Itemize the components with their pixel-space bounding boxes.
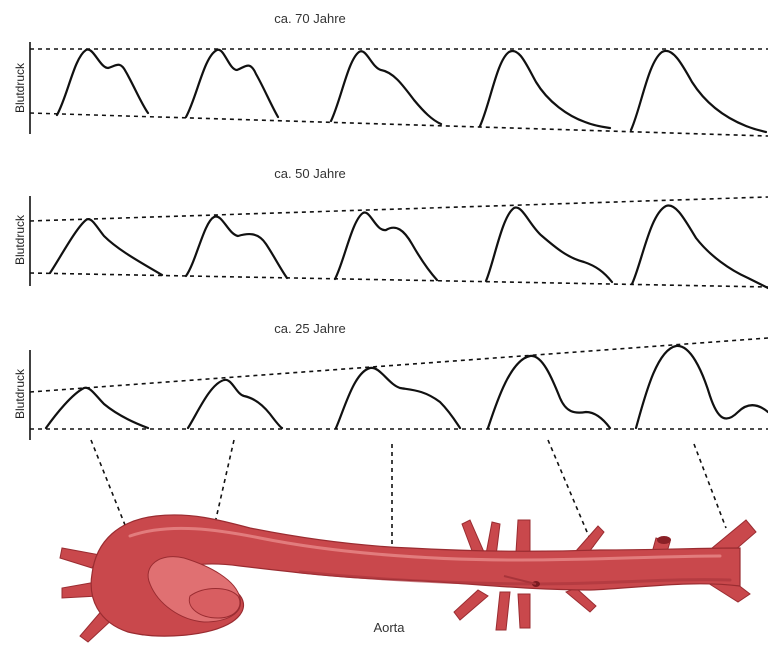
pulse-wave-25-5 <box>636 346 768 428</box>
diastolic-line-70 <box>30 113 768 136</box>
panel-title-50: ca. 50 Jahre <box>274 166 346 181</box>
y-axis-label-50: Blutdruck <box>13 214 27 265</box>
pulse-wave-25-2 <box>188 380 282 428</box>
pulse-wave-50-5 <box>632 205 768 288</box>
pulse-wave-50-1 <box>50 219 162 275</box>
systolic-line-50 <box>30 197 768 221</box>
pulse-wave-25-4 <box>488 356 610 428</box>
pulse-wave-50-2 <box>186 216 287 278</box>
pulse-wave-70-1 <box>57 50 148 115</box>
branch-down-4 <box>566 588 596 612</box>
panel-title-25: ca. 25 Jahre <box>274 321 346 336</box>
pulse-wave-25-1 <box>46 388 148 428</box>
pulse-wave-70-2 <box>186 50 278 117</box>
panel-70-years: ca. 70 Jahre Blutdruck <box>13 11 768 136</box>
aorta-illustration: Aorta <box>60 515 756 642</box>
panel-25-years: ca. 25 Jahre Blutdruck <box>13 321 768 440</box>
mesenteric-branch-up <box>516 520 530 552</box>
vessel-opening <box>657 536 671 544</box>
panel-50-years: ca. 50 Jahre Blutdruck <box>13 166 768 288</box>
pulse-wave-70-4 <box>480 51 610 128</box>
diastolic-line-50 <box>30 273 768 287</box>
connector-5 <box>694 444 726 528</box>
branch-down-2 <box>496 592 510 630</box>
branch-down-1 <box>454 590 488 620</box>
y-axis-label-25: Blutdruck <box>13 368 27 419</box>
panel-title-70: ca. 70 Jahre <box>274 11 346 26</box>
pulse-wave-25-3 <box>336 368 460 428</box>
aorta-label: Aorta <box>373 620 405 635</box>
pulse-wave-50-3 <box>335 213 437 280</box>
y-axis-label-70: Blutdruck <box>13 62 27 113</box>
pulse-wave-70-3 <box>331 51 441 124</box>
branch-down-3 <box>518 594 530 628</box>
pulse-wave-50-4 <box>486 208 612 282</box>
pulse-wave-70-5 <box>631 51 766 132</box>
